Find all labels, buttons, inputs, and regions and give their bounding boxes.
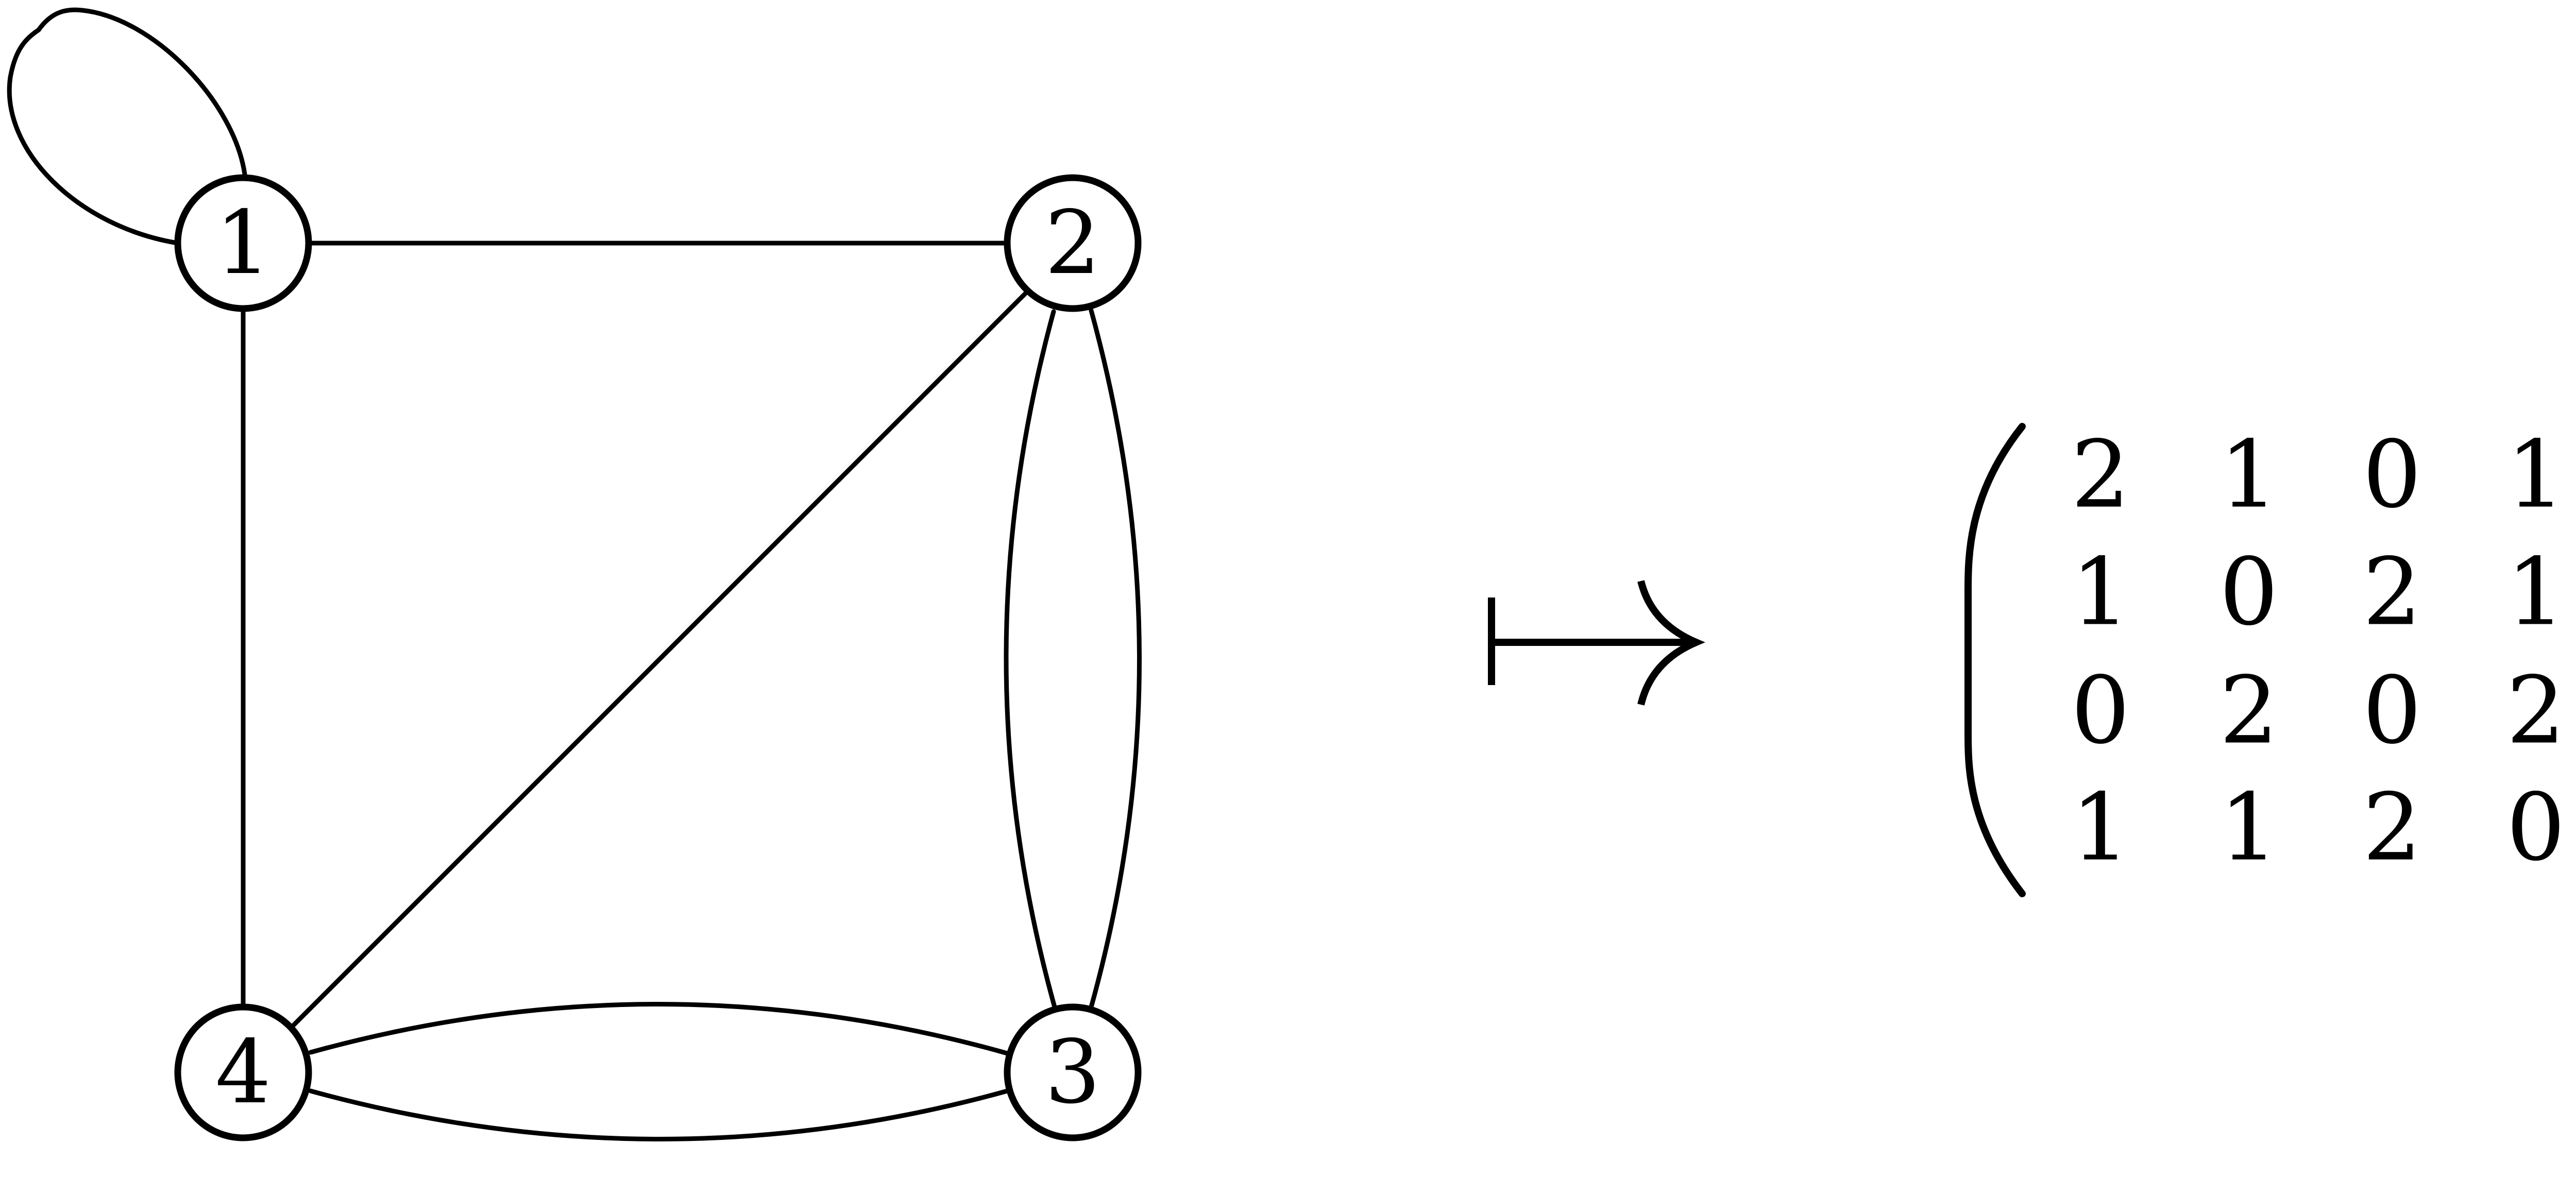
maps-to-arrow-icon [1488,580,1705,706]
matrix-cell: 2 [2363,774,2422,882]
edge-4-3-upper [308,1002,1010,1056]
node-label: 2 [1045,192,1100,294]
graph-node-1: 1 [174,174,312,312]
graph-node-3: 3 [1004,1003,1142,1141]
node-label: 4 [215,1021,271,1123]
matrix-cell: 1 [2219,774,2279,882]
edge-2-3-right [1089,308,1142,1010]
matrix-cell: 2 [2363,539,2422,646]
graph-node-2: 2 [1004,174,1142,312]
matrix-cell: 0 [2219,539,2279,646]
edge-2-3-left [1004,309,1057,1010]
graph-node-4: 4 [174,1003,312,1141]
node-label: 3 [1045,1021,1100,1123]
graph-edges [7,7,1142,1141]
edge-2-4 [289,288,1030,1030]
left-parenthesis [1964,423,2026,897]
node-circle [1004,1003,1142,1141]
node-circle [174,174,312,312]
edge-4-3-lower [308,1088,1010,1141]
maps-to-head [1637,580,1705,706]
matrix-cell: 1 [2506,421,2566,529]
matrix-cell: 2 [2506,657,2566,765]
matrix-cell: 2 [2071,421,2130,529]
matrix-cell: 0 [2363,421,2422,529]
matrix-cell: 1 [2071,539,2130,646]
matrix-cell: 1 [2219,421,2279,529]
matrix-cell: 2 [2219,657,2279,765]
matrix-cell: 0 [2071,657,2130,765]
matrix-cell: 0 [2363,657,2422,765]
matrix-cell: 1 [2071,774,2130,882]
node-circle [174,1003,312,1141]
matrix-cell: 1 [2506,539,2566,646]
node-circle [1004,174,1142,312]
edge-loop-1-1 [7,7,247,246]
matrix-cell: 0 [2506,774,2566,882]
node-label: 1 [215,192,271,294]
adjacency-matrix: 2 1 0 1 1 0 2 1 0 2 0 2 1 1 2 0 [1964,421,2566,897]
